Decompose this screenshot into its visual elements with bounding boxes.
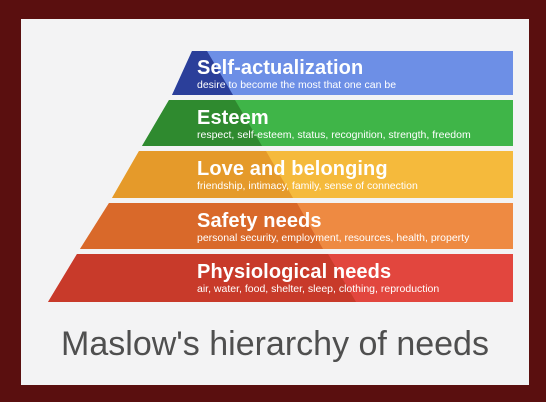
tier-shade-esteem [142,100,262,146]
tier-self-actualization: Self-actualization desire to become the … [197,57,396,91]
tier-description: personal security, employment, resources… [197,232,470,244]
tier-description: air, water, food, shelter, sleep, clothi… [197,283,440,295]
tier-physiological-needs: Physiological needs air, water, food, sh… [197,261,439,295]
tier-description: friendship, intimacy, family, sense of c… [197,180,418,192]
maslow-card: Self-actualization desire to become the … [21,19,529,385]
tier-title: Love and belonging [197,158,388,180]
tier-description: desire to become the most that one can b… [197,79,397,91]
tier-shade-love [112,151,293,198]
tier-title: Esteem [197,107,269,129]
tier-shade-physiological [48,254,356,302]
tier-title: Safety needs [197,210,322,232]
tier-shade-safety [80,203,323,249]
tier-title: Physiological needs [197,261,392,283]
tier-description: respect, self-esteem, status, recognitio… [197,129,471,141]
tier-title: Self-actualization [197,57,364,79]
tier-shade-self-actualization [172,51,233,95]
tier-shape-self-actualization [172,51,513,95]
tier-safety-needs: Safety needs personal security, employme… [197,210,469,244]
tier-esteem: Esteem respect, self-esteem, status, rec… [197,107,471,141]
diagram-caption: Maslow's hierarchy of needs [61,325,489,363]
pyramid-diagram [48,51,513,302]
tier-love-and-belonging: Love and belonging friendship, intimacy,… [197,158,418,192]
